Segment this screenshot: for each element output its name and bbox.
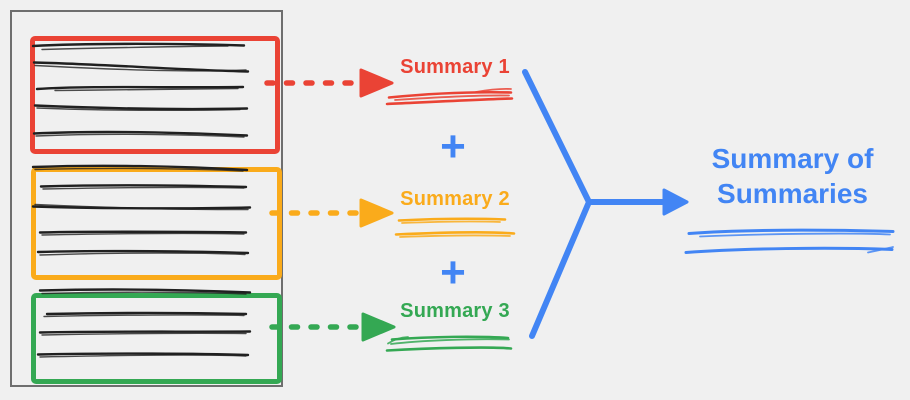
summary-1-label: Summary 1 [400,56,510,78]
document-chunk-2 [31,167,282,280]
summary-3-label: Summary 3 [400,300,510,322]
chunk-3-text-scribbles [36,288,252,358]
chunk-3-dashed-arrow [269,312,396,342]
summary-2-underline-scribble [394,217,516,238]
summary-2-label: Summary 2 [400,188,510,210]
chunk-2-text-scribbles [31,164,252,256]
summary-1-underline-scribble [385,87,514,106]
chunk-1-dashed-arrow [264,68,394,98]
plus-operator-2: + [440,248,466,297]
chunk-1-text-scribbles [31,42,250,138]
result-underline-scribble [684,228,895,254]
source-document [10,10,283,387]
chunk-2-dashed-arrow [269,198,394,228]
plus-operator-1: + [440,122,466,171]
result-label: Summary of Summaries [711,143,874,209]
summary-3-underline-scribble [385,335,513,352]
document-chunk-3 [31,293,282,384]
merge-fork-arrow [522,69,689,339]
document-chunk-1 [30,36,280,154]
